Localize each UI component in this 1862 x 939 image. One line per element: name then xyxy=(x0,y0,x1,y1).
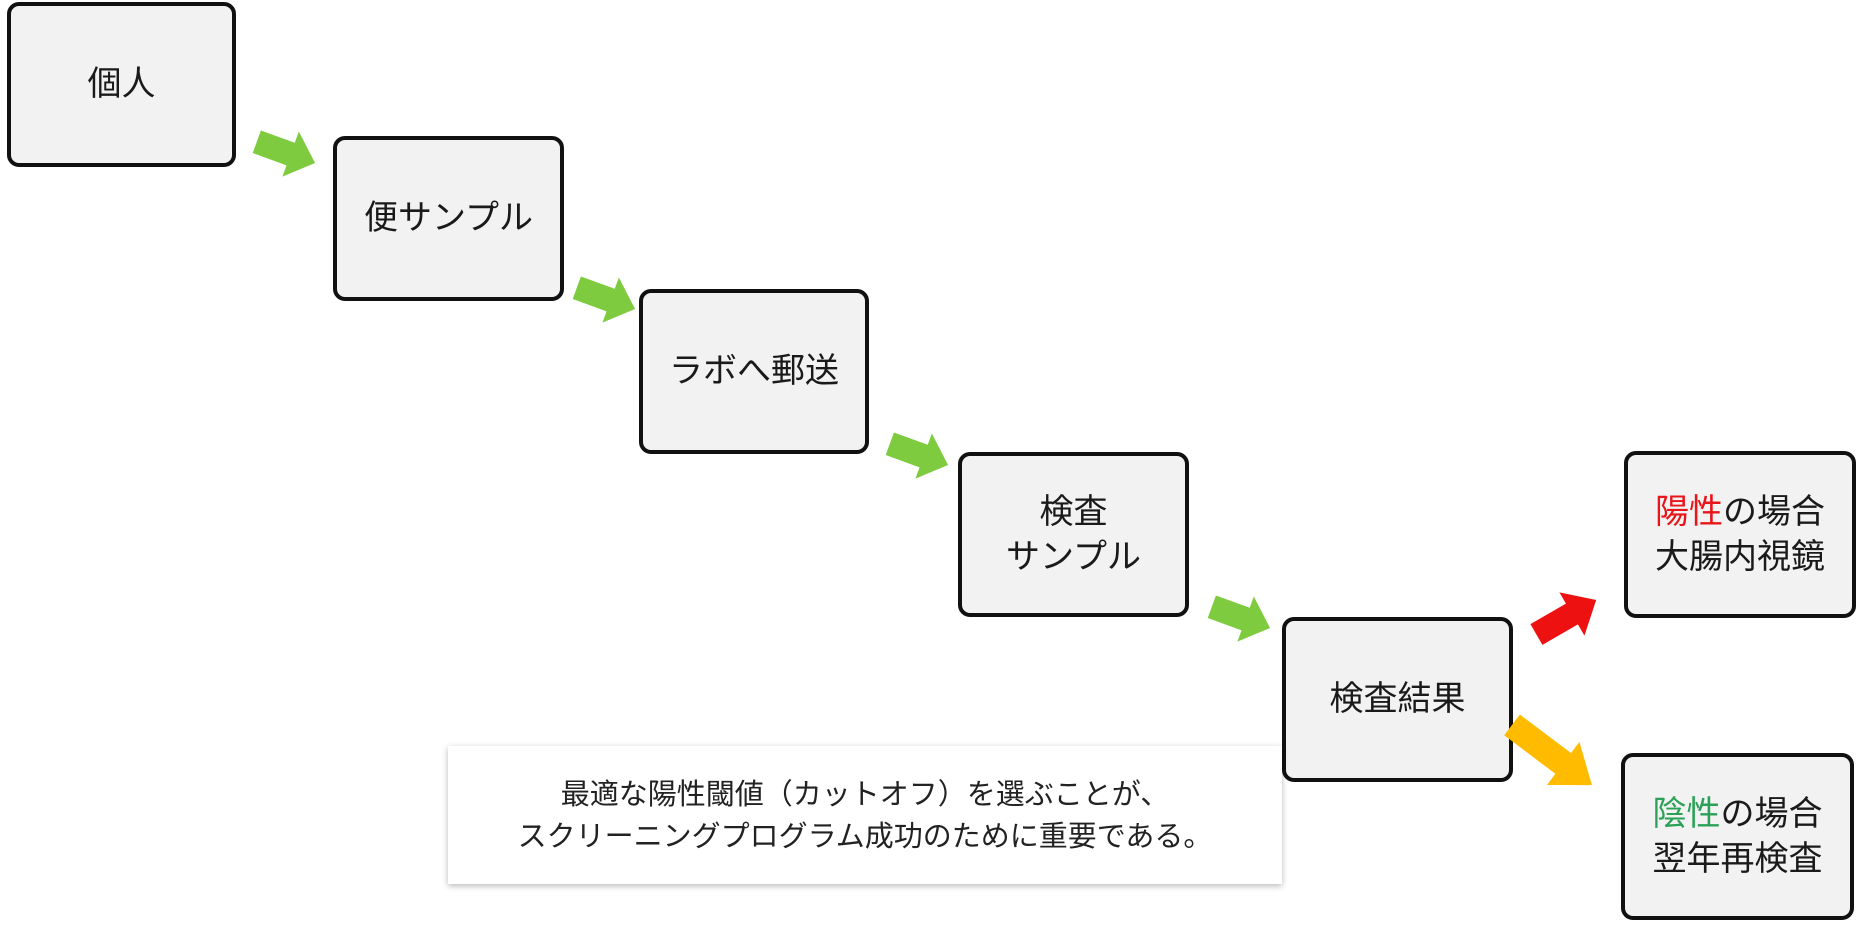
outcome-negative: 陰性の場合 翌年再検査 xyxy=(1621,753,1854,920)
flow-arrow-3 xyxy=(885,432,949,479)
step-test-sample-label-2: サンプル xyxy=(1006,536,1141,577)
negative-suffix: の場合 xyxy=(1720,794,1823,835)
step-mail-to-lab-label: ラボへ郵送 xyxy=(669,351,839,392)
outcome-positive: 陽性の場合 大腸内視鏡 xyxy=(1624,451,1856,618)
flow-arrow-2 xyxy=(572,276,636,323)
step-individual-label: 個人 xyxy=(87,64,156,105)
step-stool-sample: 便サンプル xyxy=(333,136,564,301)
step-test-sample-label-1: 検査 xyxy=(1039,492,1108,533)
step-mail-to-lab: ラボへ郵送 xyxy=(639,289,869,454)
cutoff-note-line-1: 最適な陽性閾値（カットオフ）を選ぶことが、 xyxy=(560,776,1170,811)
step-individual: 個人 xyxy=(7,2,236,167)
negative-keyword: 陰性 xyxy=(1652,794,1721,835)
step-test-result-label: 検査結果 xyxy=(1329,679,1466,720)
flow-arrow-2-shape xyxy=(572,276,636,323)
step-test-result: 検査結果 xyxy=(1282,617,1513,782)
flow-arrow-3-shape xyxy=(885,432,949,479)
flow-arrow-1-shape xyxy=(252,130,316,177)
outcome-positive-action: 大腸内視鏡 xyxy=(1655,536,1825,577)
cutoff-note-line-2: スクリーニングプログラム成功のために重要である。 xyxy=(517,819,1213,853)
cutoff-note: 最適な陽性閾値（カットオフ）を選ぶことが、 スクリーニングプログラム成功のために… xyxy=(448,746,1282,884)
flow-arrow-4 xyxy=(1207,595,1271,642)
flow-arrow-1 xyxy=(252,130,316,177)
flow-arrow-4-shape xyxy=(1207,595,1271,642)
step-stool-sample-label: 便サンプル xyxy=(364,198,533,239)
positive-arrow xyxy=(1530,592,1597,645)
negative-arrow xyxy=(1504,714,1592,786)
step-test-sample: 検査 サンプル xyxy=(958,452,1189,617)
outcome-positive-condition: 陽性の場合 xyxy=(1655,490,1825,534)
positive-arrow-shape xyxy=(1530,592,1597,645)
positive-keyword: 陽性 xyxy=(1655,492,1723,533)
negative-arrow-shape xyxy=(1504,714,1592,786)
outcome-negative-action: 翌年再検査 xyxy=(1652,838,1823,879)
positive-suffix: の場合 xyxy=(1723,492,1825,533)
outcome-negative-condition: 陰性の場合 xyxy=(1653,792,1823,836)
